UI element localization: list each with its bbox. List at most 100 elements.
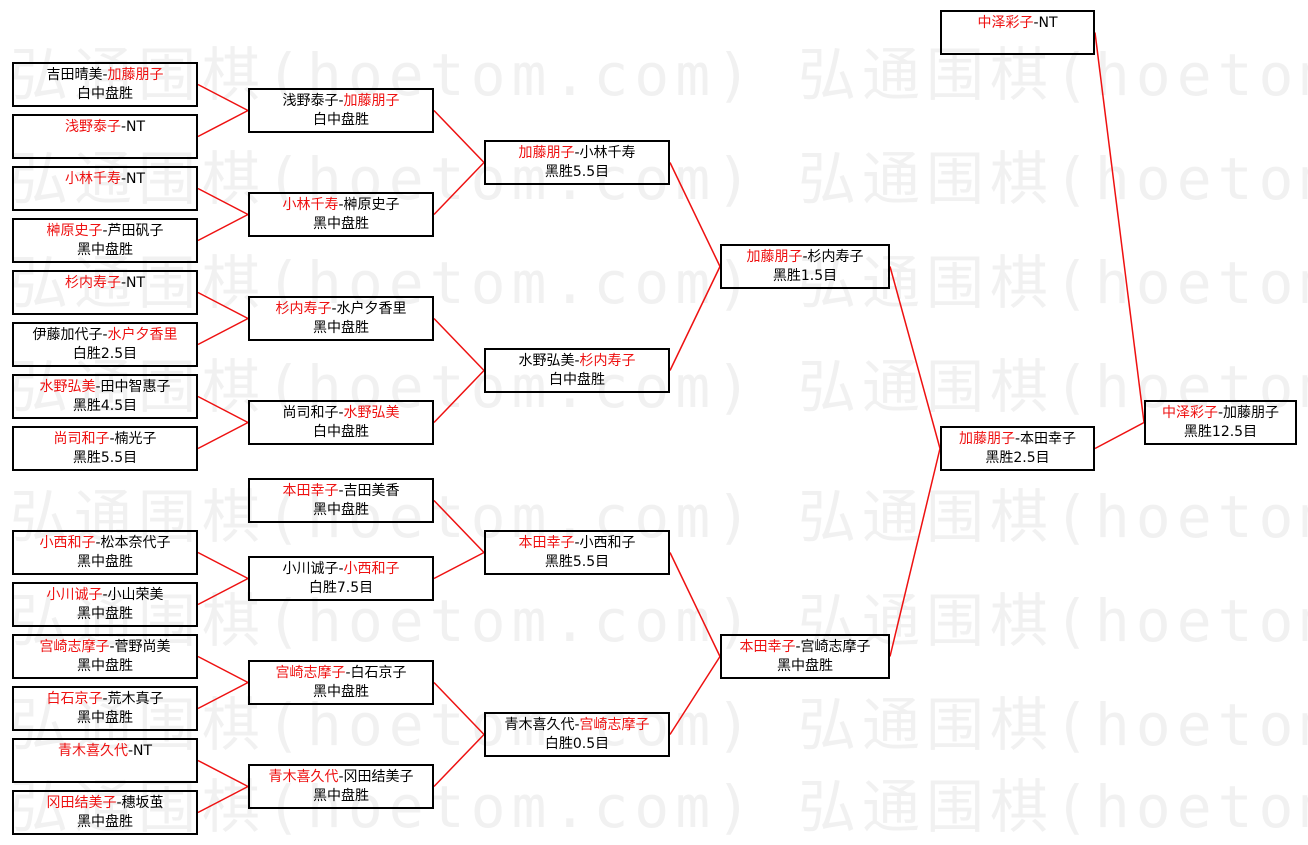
black-player-name: 浅野泰子	[64, 119, 121, 135]
match-players: 尚司和子-楠光子	[14, 430, 196, 449]
match-result: 黑中盘胜	[77, 554, 133, 570]
match-box-r1m1: 吉田晴美-加藤朋子白中盘胜	[12, 62, 198, 107]
connector-r1m2-r2m1	[197, 109, 249, 138]
black-player-name: 尚司和子	[53, 431, 110, 447]
match-players: 尚司和子-水野弘美	[250, 404, 432, 423]
player-separator: -	[102, 327, 108, 343]
match-box-r3m1: 加藤朋子-小林千寿黑胜5.5目	[484, 140, 670, 185]
player-separator: -	[127, 743, 134, 759]
match-box-r1m14: 冈田结美子-穗坂茧黑中盘胜	[12, 790, 198, 835]
white-player-name: 加藤朋子	[1223, 405, 1280, 421]
match-result: 黑中盘胜	[77, 814, 133, 830]
player-separator: -	[345, 665, 351, 681]
match-result: 白中盘胜	[313, 112, 369, 128]
match-players: 杉内寿子-水户夕香里	[250, 300, 432, 319]
connector-r5m1-final	[1094, 421, 1145, 450]
black-player-name: 加藤朋子	[958, 431, 1015, 447]
connector-r2m1-r3m1	[433, 109, 485, 164]
match-box-r2m3: 杉内寿子-水户夕香里黑中盘胜	[248, 296, 434, 341]
black-player-name: 本田幸子	[739, 639, 796, 655]
white-player-name: 小林千寿	[579, 145, 636, 161]
match-box-r2m2: 小林千寿-榊原史子黑中盘胜	[248, 192, 434, 237]
white-player-name: 菅野尚美	[114, 639, 171, 655]
match-result: 黑中盘胜	[77, 606, 133, 622]
connector-r3m3-r4m2	[669, 552, 721, 657]
match-result: 黑中盘胜	[77, 710, 133, 726]
match-players: 小川诚子-小山荣美	[14, 586, 196, 605]
connector-r1m10-r2m6	[197, 577, 249, 606]
white-player-name: 芦田矾子	[107, 223, 164, 239]
connector-r1m8-r2m4	[197, 421, 249, 450]
connector-r1m4-r2m2	[197, 213, 249, 242]
connector-r3m2-r4m1	[669, 266, 721, 371]
match-players: 水野弘美-杉内寿子	[486, 352, 668, 371]
player-separator: -	[338, 483, 344, 499]
white-player-name: 楠光子	[114, 431, 157, 447]
black-player-name: 小西和子	[39, 535, 96, 551]
white-player-name: 小西和子	[343, 561, 400, 577]
black-player-name: 杉内寿子	[64, 275, 121, 291]
player-separator: -	[338, 769, 344, 785]
connector-r4m2-r5m1	[889, 448, 941, 657]
player-separator: -	[109, 431, 115, 447]
black-player-name: 加藤朋子	[746, 249, 803, 265]
match-result: 黑中盘胜	[777, 658, 833, 674]
connector-r1m6-r2m3	[197, 317, 249, 346]
connector-r1m9-r2m6	[197, 551, 249, 580]
player-separator: -	[802, 249, 808, 265]
match-result: 黑胜1.5目	[772, 268, 838, 284]
white-player-name: 榊原史子	[343, 197, 400, 213]
black-player-name: 冈田结美子	[46, 795, 117, 811]
white-player-name: 水户夕香里	[107, 327, 178, 343]
match-players: 榊原史子-芦田矾子	[14, 222, 196, 241]
match-box-r1m8: 尚司和子-楠光子黑胜5.5目	[12, 426, 198, 471]
match-box-r2m6: 小川诚子-小西和子白胜7.5目	[248, 556, 434, 601]
black-player-name: 加藤朋子	[518, 145, 575, 161]
match-box-r1m3: 小林千寿-NT	[12, 166, 198, 211]
match-result: 白胜2.5目	[72, 346, 138, 362]
black-player-name: 青木喜久代	[57, 743, 128, 759]
match-box-r1m2: 浅野泰子-NT	[12, 114, 198, 159]
match-box-r2m5: 本田幸子-吉田美香黑中盘胜	[248, 478, 434, 523]
player-separator: -	[338, 93, 344, 109]
match-players: 宫崎志摩子-白石京子	[250, 664, 432, 683]
white-player-name: 松本奈代子	[100, 535, 171, 551]
match-players: 小林千寿-榊原史子	[250, 196, 432, 215]
match-result: 黑中盘胜	[77, 242, 133, 258]
white-player-name: 杉内寿子	[807, 249, 864, 265]
black-player-name: 小川诚子	[282, 561, 339, 577]
match-players: 吉田晴美-加藤朋子	[14, 66, 196, 85]
player-separator: -	[1014, 431, 1021, 447]
match-players: 本田幸子-吉田美香	[250, 482, 432, 501]
black-player-name: 小林千寿	[282, 197, 339, 213]
match-box-r1m13: 青木喜久代-NT	[12, 738, 198, 783]
player-separator: -	[574, 145, 580, 161]
player-separator: -	[120, 171, 127, 187]
connector-r2m3-r3m2	[433, 317, 485, 372]
black-player-name: 青木喜久代	[268, 769, 339, 785]
black-player-name: 水野弘美	[518, 353, 575, 369]
connector-r1m11-r2m7	[197, 655, 249, 684]
player-separator: -	[102, 691, 108, 707]
match-result: 白中盘胜	[549, 372, 605, 388]
match-box-r1m9: 小西和子-松本奈代子黑中盘胜	[12, 530, 198, 575]
match-box-r5m1: 加藤朋子-本田幸子黑胜2.5目	[940, 426, 1095, 471]
connector-r1m7-r2m4	[197, 395, 249, 424]
match-players: 中泽彩子-NT	[942, 14, 1093, 33]
connector-r2m5-r3m3	[433, 499, 485, 554]
match-result: 黑胜5.5目	[72, 450, 138, 466]
match-players: 本田幸子-小西和子	[486, 534, 668, 553]
black-player-name: 伊藤加代子	[32, 327, 103, 343]
match-box-r1m11: 宫崎志摩子-菅野尚美黑中盘胜	[12, 634, 198, 679]
match-result: 黑中盘胜	[313, 788, 369, 804]
player-separator: -	[109, 639, 115, 655]
connector-r4m1-r5m1	[889, 266, 941, 449]
white-player-name: 田中智惠子	[100, 379, 171, 395]
match-players: 青木喜久代-NT	[14, 742, 196, 761]
match-box-r2m7: 宫崎志摩子-白石京子黑中盘胜	[248, 660, 434, 705]
connector-r2m6-r3m3	[433, 551, 485, 580]
player-separator: -	[574, 535, 580, 551]
white-player-name: NT	[133, 743, 153, 759]
match-result: 黑中盘胜	[313, 216, 369, 232]
